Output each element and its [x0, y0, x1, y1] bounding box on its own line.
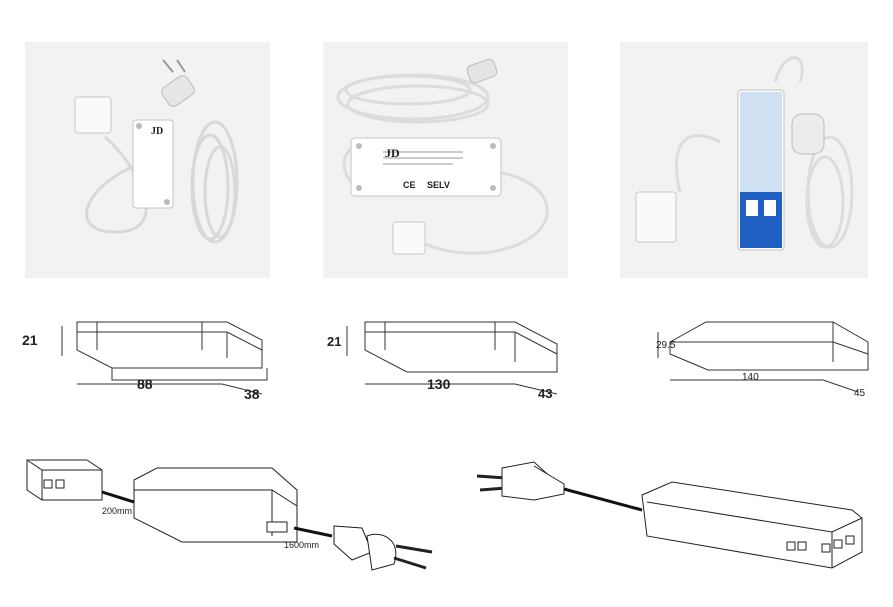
output-cable-length: 200mm [102, 506, 133, 516]
dimension-drawing-2: 21 130 43 [325, 310, 570, 405]
product-photo-1: JD [25, 42, 270, 278]
photo-brand-label: JD [385, 146, 400, 160]
dimension-drawing-3: 29.5 140 45 [618, 310, 878, 405]
width-dimension: 38 [244, 386, 260, 402]
width-dimension: 43 [538, 386, 553, 401]
photo-brand-label: JD [151, 126, 164, 137]
input-cable-length: 1600mm [284, 540, 320, 550]
length-dimension: 130 [427, 376, 451, 392]
length-dimension: 140 [742, 372, 759, 383]
ce-mark: CE [403, 180, 416, 190]
width-dimension: 45 [854, 388, 866, 399]
height-dimension: 21 [22, 332, 38, 348]
wiring-diagram-1: 200mm 1600mm [22, 440, 442, 600]
height-dimension: 21 [327, 334, 342, 349]
wiring-diagram-2 [472, 440, 877, 600]
product-photo-2: JD CE SELV [323, 42, 568, 278]
dimension-drawing-1: 21 88 38 [22, 310, 282, 405]
selv-mark: SELV [427, 180, 450, 190]
product-photo-3 [620, 42, 868, 278]
height-dimension: 29.5 [656, 340, 676, 351]
length-dimension: 88 [137, 376, 153, 392]
